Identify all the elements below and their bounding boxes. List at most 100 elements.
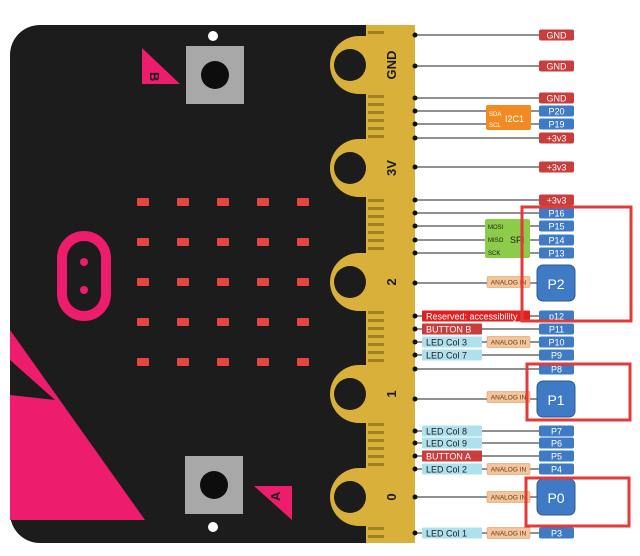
fn-reserved-box (422, 310, 530, 322)
spi-title: SPI (510, 235, 525, 245)
edge-tick (368, 447, 384, 450)
pin-p12 (539, 310, 574, 322)
spi-block: MOSI MISO SCK SPI (485, 219, 530, 258)
fn-led-col-1: LED Col 1 (422, 527, 482, 539)
pin-p0-label: P0 (547, 490, 564, 506)
wire-dot-p13 (412, 250, 418, 256)
fn-button-b-box (422, 323, 482, 335)
pin-p7 (539, 425, 574, 437)
fn-led-col-9-label: LED Col 9 (426, 439, 467, 449)
pin-gnd3-label: GND (547, 94, 568, 104)
edge-tick (368, 247, 384, 250)
pin-p14 (539, 234, 574, 246)
wire-dot-p19 (412, 121, 418, 127)
edge-tick (368, 207, 384, 210)
pin-p19 (539, 118, 574, 130)
analog-in-box (486, 491, 531, 503)
wire-dot-p3 (412, 530, 418, 536)
button-a-group[interactable]: A (185, 456, 292, 532)
edge-tick (368, 103, 384, 106)
wire-dot-gnd2 (412, 63, 418, 69)
led-r1-c4 (257, 198, 269, 206)
button-b-label: B (147, 72, 162, 81)
pin-p2-label: P2 (547, 276, 564, 292)
wire-dot-v2 (412, 164, 418, 170)
wire-dot-p7 (412, 428, 418, 434)
wire-dot-gnd3 (412, 95, 418, 101)
pin-p3 (539, 527, 574, 539)
pin-p13 (539, 247, 574, 259)
board-logo (57, 231, 111, 321)
fn-led-col-1-box (422, 527, 482, 539)
analog-in-4: ANALOG IN (486, 463, 531, 475)
led-r1-c5 (297, 198, 309, 206)
i2c-sda-label: SDA (489, 112, 501, 118)
button-a-screw (208, 522, 218, 532)
pin-v3 (539, 194, 574, 206)
button-a-cap[interactable] (200, 471, 228, 499)
pin-p9-label: P9 (551, 351, 562, 361)
edge-tick (368, 535, 384, 538)
edge-tick (368, 231, 384, 234)
pin-p14-label: P14 (548, 236, 564, 246)
fn-led-col-9: LED Col 9 (422, 437, 482, 449)
pad-gnd-label: GND (384, 51, 399, 80)
button-b-group[interactable]: B (142, 31, 244, 104)
edge-tick (368, 527, 384, 530)
analog-in-box (486, 463, 531, 475)
corner-accent-inner (10, 360, 55, 400)
pad-0-label: 0 (384, 493, 399, 500)
button-b-cap[interactable] (201, 61, 229, 89)
pin-p8 (539, 363, 574, 375)
wire-dot-p8 (412, 366, 418, 372)
fn-button-a-label: BUTTON A (426, 452, 471, 462)
spi-miso-label: MISO (488, 238, 504, 244)
pad-0-hole (334, 481, 366, 513)
led-r4-c3 (217, 318, 229, 326)
led-r4-c2 (177, 318, 189, 326)
led-r5-c1 (137, 358, 149, 366)
pin-v2 (539, 161, 574, 173)
edge-tick (368, 31, 384, 34)
led-r5-c5 (297, 358, 309, 366)
wire-dot-p16 (412, 210, 418, 216)
wire-dot-p5 (412, 453, 418, 459)
pin-p4 (539, 463, 574, 475)
i2c-title: I2C1 (505, 114, 524, 124)
highlight-box-p2 (520, 205, 633, 323)
pad-3v-hole (334, 152, 366, 184)
pin-gnd1 (539, 29, 574, 41)
fn-led-col-8: LED Col 8 (422, 425, 482, 437)
wire-dot-v1 (412, 135, 418, 141)
pin-labels: GNDGNDGNDP20P19+3v3+3v3+3v3P16P15P14P13P… (536, 29, 576, 539)
edge-tick (368, 359, 384, 362)
wire-dot-p6 (412, 440, 418, 446)
corner-accent (10, 330, 145, 520)
pin-p20-label: P20 (548, 107, 564, 117)
wire-dot-p9 (412, 352, 418, 358)
i2c-block: SDA SCL I2C1 (486, 105, 531, 130)
edge-tick (368, 431, 384, 434)
wire-dot-p12 (412, 313, 418, 319)
led-r4-c4 (257, 318, 269, 326)
pin-v3-label: +3v3 (547, 196, 567, 206)
pin-p3-label: P3 (551, 529, 562, 539)
pin-p2 (536, 264, 576, 302)
pin-p11 (539, 323, 574, 335)
analog-in-label: ANALOG IN (491, 340, 527, 347)
edge-tick (368, 327, 384, 330)
led-r1-c3 (217, 198, 229, 206)
analog-in-2: ANALOG IN (486, 336, 531, 348)
edge-tick (368, 135, 384, 138)
led-r2-c4 (257, 238, 269, 246)
pad-gnd-hole (334, 49, 366, 81)
fn-led-col-2: LED Col 2 (422, 463, 482, 475)
highlight-box-p1 (525, 362, 632, 422)
pin-p4-label: P4 (551, 465, 562, 475)
pin-p16-label: P16 (548, 209, 564, 219)
board-body (10, 25, 415, 543)
analog-in-label: ANALOG IN (491, 467, 527, 474)
wire-dot-p2 (412, 280, 418, 286)
